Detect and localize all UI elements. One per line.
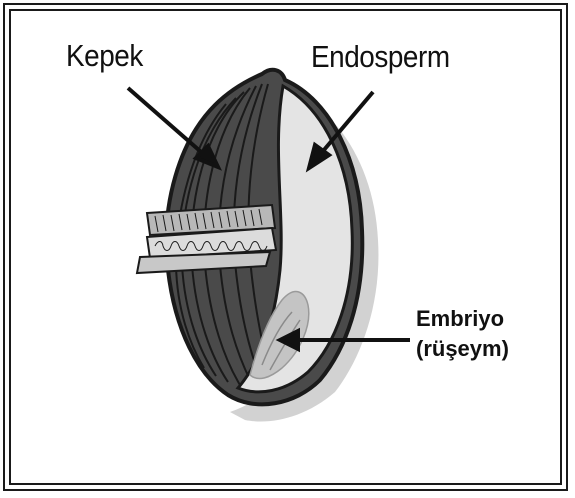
embryo-label: Embriyo (rüşeym) xyxy=(416,304,509,364)
embryo-label-line1: Embriyo xyxy=(416,304,509,334)
bran-label: Kepek xyxy=(66,38,143,74)
endosperm-label: Endosperm xyxy=(311,39,450,75)
peeled-bran-layers xyxy=(137,205,276,273)
bran-arrow xyxy=(128,88,208,158)
embryo-label-line2: (rüşeym) xyxy=(416,334,509,364)
